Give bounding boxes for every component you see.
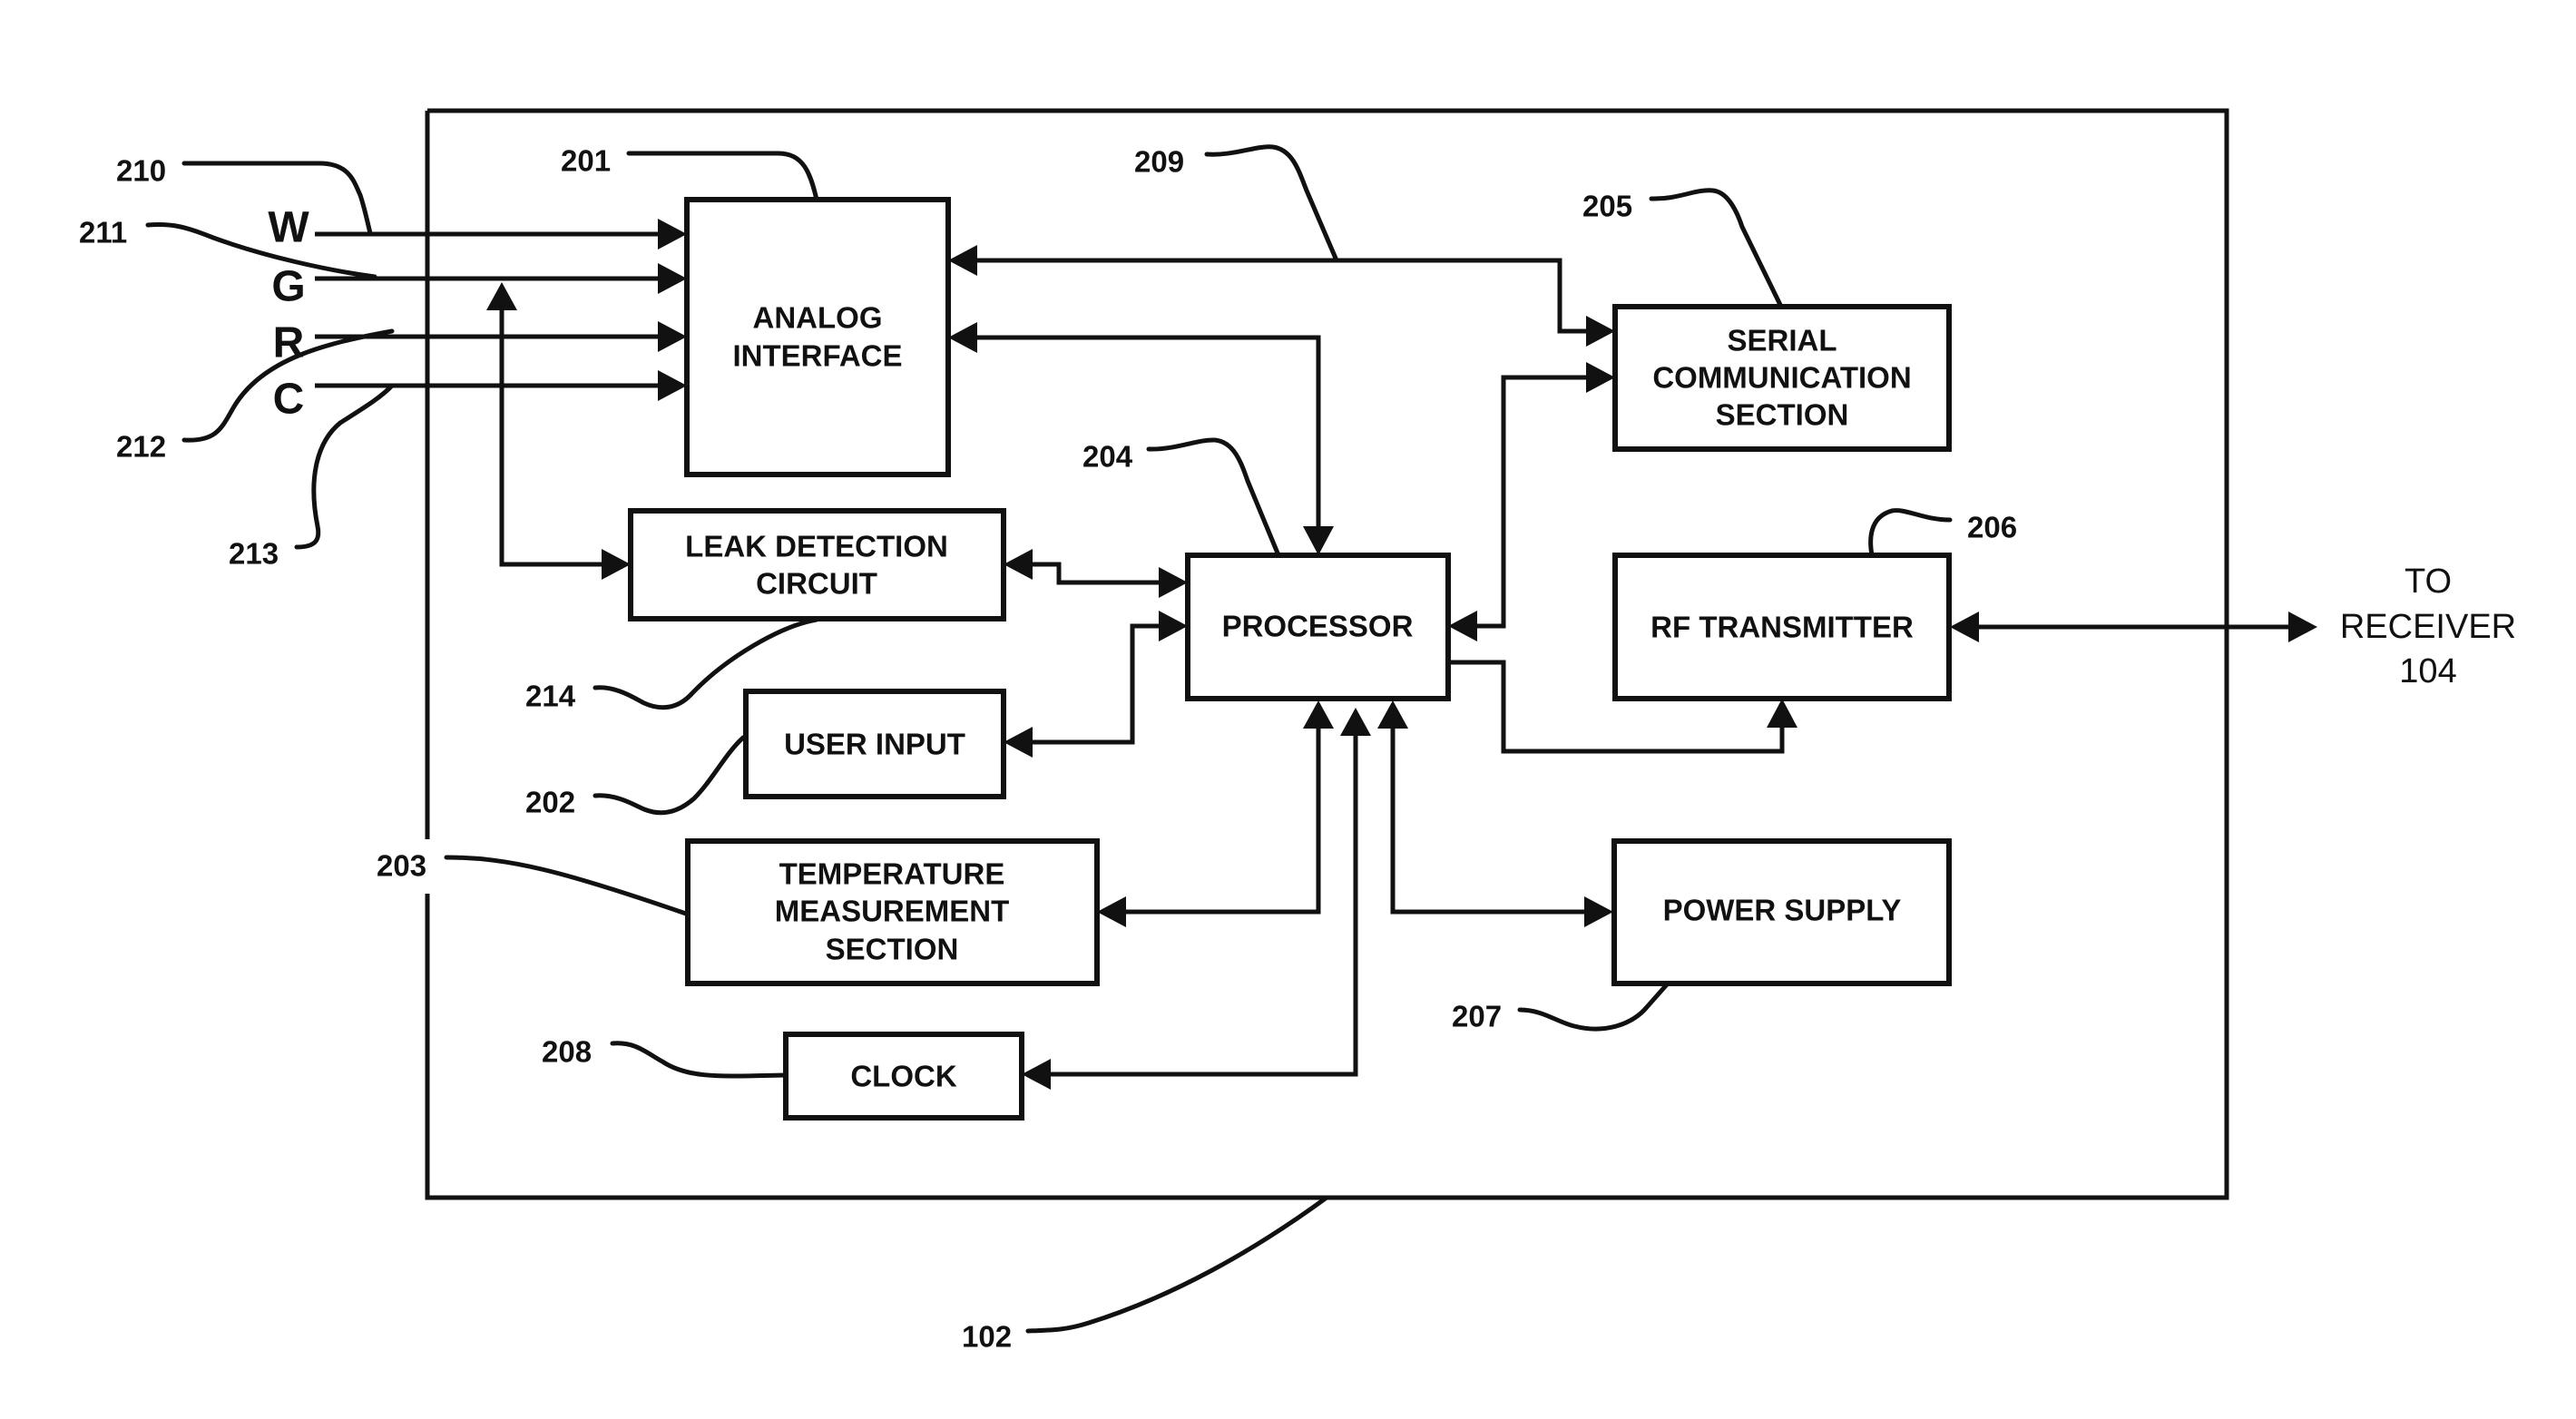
block-clock: CLOCK (786, 1034, 1022, 1118)
arrowhead-left (1448, 611, 1477, 641)
leader-209 (1207, 147, 1337, 260)
leader-202 (595, 738, 743, 813)
block-label: INTERFACE (732, 339, 902, 373)
ref-207: 207 (1452, 1000, 1502, 1033)
ref-210: 210 (116, 154, 166, 188)
destination-line: 104 (2399, 652, 2456, 690)
wire-serial-processor (1474, 377, 1590, 626)
block-power-supply: POWER SUPPLY (1614, 841, 1949, 984)
arrowhead-right (1584, 896, 1613, 927)
ref-214: 214 (525, 680, 576, 713)
arrowhead-up (1377, 700, 1408, 729)
block-rf-transmitter: RF TRANSMITTER (1615, 555, 1949, 699)
arrowhead-right (1586, 362, 1615, 393)
block-label: CLOCK (850, 1060, 956, 1093)
destination-line: RECEIVER (2340, 608, 2516, 646)
block-temperature-measurement: TEMPERATURE MEASUREMENT SECTION (688, 841, 1097, 984)
arrowhead-up (1767, 699, 1797, 728)
arrowhead-right (658, 263, 687, 294)
ref-212: 212 (116, 430, 166, 464)
block-label: SERIAL (1727, 324, 1837, 357)
arrowhead-up (1303, 700, 1334, 729)
block-label: COMMUNICATION (1652, 361, 1911, 395)
arrowhead-right (1159, 567, 1188, 598)
arrowhead-right (1586, 316, 1615, 347)
arrowhead-left (948, 245, 977, 276)
ref-202: 202 (525, 786, 575, 819)
ref-203: 203 (377, 849, 426, 883)
arrowhead-up (486, 282, 517, 310)
block-label: TEMPERATURE (779, 857, 1005, 891)
arrowhead-left (1022, 1059, 1051, 1090)
leader-213 (297, 386, 392, 547)
arrowhead-down (1303, 526, 1334, 555)
arrowhead-left (1097, 896, 1126, 927)
wire-user-processor (1029, 626, 1163, 742)
arrowhead-left (1950, 612, 1979, 642)
arrowhead-right (2288, 612, 2317, 642)
block-label: ANALOG (753, 301, 883, 335)
ref-102: 102 (962, 1320, 1012, 1354)
arrowhead-left (1004, 727, 1033, 758)
arrowhead-left (948, 322, 977, 353)
ref-213: 213 (229, 537, 279, 571)
arrowhead-right (602, 549, 631, 580)
leader-203 (446, 857, 686, 914)
terminal-letters: W G R C (268, 204, 309, 424)
block-label: SECTION (826, 933, 959, 966)
block-user-input: USER INPUT (746, 691, 1004, 797)
block-processor: PROCESSOR (1188, 555, 1448, 699)
wire-analog-serial (975, 260, 1590, 331)
terminal-g: G (271, 263, 305, 311)
ref-206: 206 (1967, 511, 2017, 544)
destination-receiver: TO RECEIVER 104 (2340, 563, 2516, 690)
leader-207 (1520, 984, 1668, 1029)
leader-205 (1651, 191, 1781, 307)
leader-102 (1028, 1198, 1327, 1331)
terminal-c: C (273, 376, 305, 424)
ref-209: 209 (1134, 145, 1184, 179)
leader-204 (1149, 440, 1278, 555)
block-label: MEASUREMENT (775, 895, 1010, 928)
terminal-w: W (268, 204, 309, 252)
block-label: PROCESSOR (1222, 610, 1414, 643)
arrowhead-right (658, 321, 687, 352)
wire-g-leak (502, 308, 606, 564)
block-label: POWER SUPPLY (1663, 894, 1902, 927)
block-analog-interface: ANALOG INTERFACE (687, 200, 948, 475)
arrowhead-right (658, 370, 687, 401)
block-label: SECTION (1716, 398, 1849, 432)
block-label: USER INPUT (784, 728, 965, 761)
destination-line: TO (2405, 563, 2452, 601)
block-serial-communication: SERIAL COMMUNICATION SECTION (1615, 307, 1949, 449)
arrowhead-left (1004, 549, 1033, 580)
leader-206 (1871, 511, 1950, 555)
arrowhead-up (1340, 708, 1371, 736)
wire-leak-processor (1027, 564, 1163, 582)
ref-201: 201 (561, 144, 611, 178)
block-label: CIRCUIT (756, 567, 877, 601)
ref-205: 205 (1582, 190, 1632, 223)
ref-204: 204 (1082, 440, 1133, 474)
block-leak-detection: LEAK DETECTION CIRCUIT (631, 511, 1004, 619)
wire-analog-processor (975, 338, 1318, 531)
block-label: RF TRANSMITTER (1650, 611, 1914, 644)
ref-211: 211 (79, 216, 127, 250)
arrowhead-right (658, 219, 687, 250)
wire-temp-processor (1123, 724, 1318, 912)
leader-201 (629, 153, 817, 200)
ref-208: 208 (542, 1035, 592, 1069)
leader-208 (612, 1043, 785, 1076)
arrowhead-right (1159, 611, 1188, 641)
block-label: LEAK DETECTION (685, 530, 948, 563)
